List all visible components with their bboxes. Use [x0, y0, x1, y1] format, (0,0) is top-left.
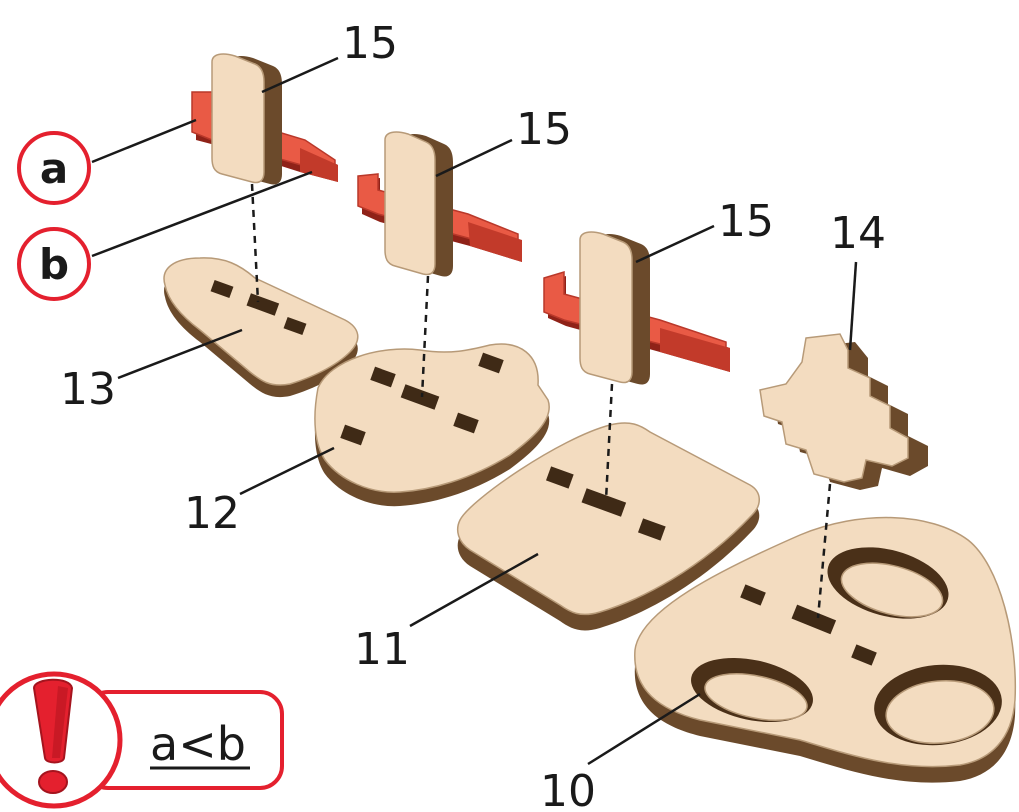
- label-11: 11: [354, 624, 410, 675]
- alignment-guides: [250, 183, 832, 619]
- label-15-a: 15: [342, 18, 398, 69]
- label-15-c: 15: [718, 196, 774, 247]
- warning-note: a<b: [0, 671, 284, 809]
- leader-lines: [91, 56, 858, 766]
- part-15-pillar-b: [357, 131, 522, 277]
- callout-a: a: [17, 131, 91, 205]
- part-12-base: [314, 343, 550, 507]
- part-14-cross: [759, 333, 928, 490]
- guide-15-to-11: [604, 383, 614, 501]
- guide-14-to-10: [816, 483, 832, 619]
- label-15-b: 15: [516, 104, 572, 155]
- label-10: 10: [540, 766, 596, 812]
- part-15-pillar-c: [543, 231, 730, 385]
- part-10-base: [634, 516, 1017, 783]
- callout-b-label: b: [39, 240, 69, 289]
- callout-b: b: [17, 227, 91, 301]
- callout-a-label: a: [40, 144, 68, 193]
- label-14: 14: [830, 208, 886, 259]
- part-13-base: [163, 257, 359, 398]
- exclamation-icon: [32, 678, 74, 794]
- part-number-labels: 15 15 15 14 13 12 11 10: [60, 18, 886, 812]
- part-15-pillar-a: [191, 53, 338, 185]
- guide-15-to-13: [250, 183, 260, 303]
- part-11-base: [457, 422, 760, 631]
- label-13: 13: [60, 364, 116, 415]
- note-text: a<b: [150, 717, 246, 771]
- label-12: 12: [184, 488, 240, 539]
